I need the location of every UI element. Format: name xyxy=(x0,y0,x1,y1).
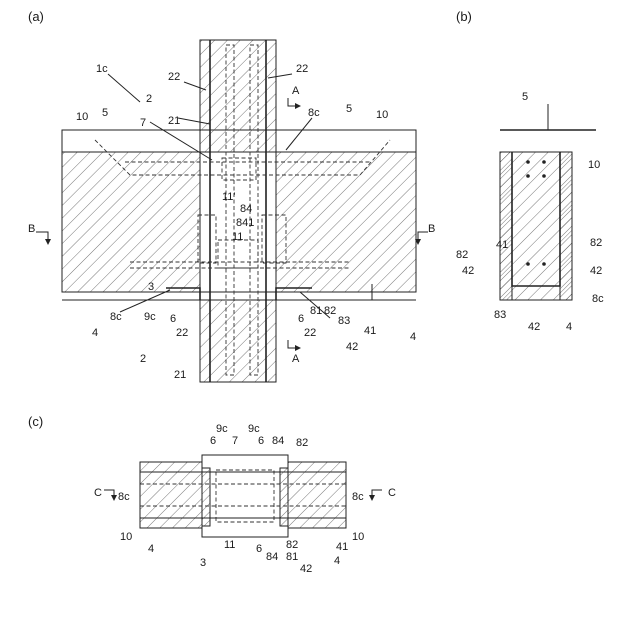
leader-1c xyxy=(108,74,140,102)
label-42-br: 42 xyxy=(590,265,602,277)
label-11p: 11' xyxy=(222,191,236,203)
rebar-dot xyxy=(542,174,546,178)
label-82-br: 82 xyxy=(590,237,602,249)
section-C-right xyxy=(372,490,382,500)
label-22-tl: 22 xyxy=(168,71,180,83)
label-82-bl: 82 xyxy=(456,249,468,261)
label-21-bot: 21 xyxy=(174,369,186,381)
rebar-dot xyxy=(542,160,546,164)
label-81: 81 xyxy=(310,305,322,317)
label-B-right: B xyxy=(428,223,435,235)
label-B-left: B xyxy=(28,223,35,235)
label-2-bot: 2 xyxy=(140,353,146,365)
label-9c: 9c xyxy=(144,311,156,323)
label-84-c: 84 xyxy=(272,435,284,447)
leader-8c-bot xyxy=(120,290,170,312)
label-1c: 1c xyxy=(96,63,108,75)
label-8c-bot: 8c xyxy=(110,311,122,323)
label-10-right: 10 xyxy=(376,109,388,121)
label-83-b: 83 xyxy=(494,309,506,321)
label-C-right: C xyxy=(388,487,396,499)
label-8c-c-left: 8c xyxy=(118,491,130,503)
section-C-left xyxy=(104,490,114,500)
label-6-c2: 6 xyxy=(258,435,264,447)
label-10-c-right: 10 xyxy=(352,531,364,543)
label-4-right: 4 xyxy=(410,331,416,343)
panel-b-label: (b) xyxy=(456,9,472,24)
label-A-bot: A xyxy=(292,353,300,365)
label-9c-c1: 9c xyxy=(216,423,228,435)
joint-plan-3 xyxy=(202,455,288,537)
label-C-left: C xyxy=(94,487,102,499)
column-upper xyxy=(200,40,276,152)
label-22-tr: 22 xyxy=(296,63,308,75)
label-5-left: 5 xyxy=(102,107,108,119)
label-7-c: 7 xyxy=(232,435,238,447)
label-81-c: 81 xyxy=(286,551,298,563)
label-3-c: 3 xyxy=(200,557,206,569)
side-42-left xyxy=(500,152,512,300)
label-41-a: 41 xyxy=(364,325,376,337)
label-2-top: 2 xyxy=(146,93,152,105)
section-B-right xyxy=(418,232,428,244)
panel-c: (c) C C 8c 8c 9c 9c 6 7 6 84 82 10 4 3 1… xyxy=(28,414,396,575)
label-10-b: 10 xyxy=(588,159,600,171)
label-42-bl: 42 xyxy=(462,265,474,277)
label-41-b: 41 xyxy=(496,239,508,251)
label-6-right: 6 xyxy=(298,313,304,325)
label-83: 83 xyxy=(338,315,350,327)
label-9c-c2: 9c xyxy=(248,423,260,435)
label-84-c2: 84 xyxy=(266,551,278,563)
label-22-br: 22 xyxy=(304,327,316,339)
label-6-c3: 6 xyxy=(256,543,262,555)
section-B-left xyxy=(36,232,48,244)
label-5-right: 5 xyxy=(346,103,352,115)
label-5-b: 5 xyxy=(522,91,528,103)
label-82-c-bot: 82 xyxy=(286,539,298,551)
label-10-left: 10 xyxy=(76,111,88,123)
label-11: 11 xyxy=(232,231,243,243)
label-82-c-top: 82 xyxy=(296,437,308,449)
label-4-b: 4 xyxy=(566,321,572,333)
label-4-c-right: 4 xyxy=(334,555,340,567)
label-21-top: 21 xyxy=(168,115,180,127)
label-22-bl: 22 xyxy=(176,327,188,339)
column-flange-left xyxy=(202,468,210,526)
label-42-c: 42 xyxy=(300,563,312,575)
label-42-a: 42 xyxy=(346,341,358,353)
panel-c-label: (c) xyxy=(28,414,43,429)
panel-b: (b) 5 10 41 82 42 82 42 8c 83 42 4 xyxy=(456,9,604,333)
label-8c-top: 8c xyxy=(308,107,320,119)
label-6-left: 6 xyxy=(170,313,176,325)
rebar-dot xyxy=(526,160,530,164)
label-10-c-left: 10 xyxy=(120,531,132,543)
rebar-dot xyxy=(542,262,546,266)
label-3: 3 xyxy=(148,281,154,293)
section-A-bottom xyxy=(288,340,300,348)
label-A-top: A xyxy=(292,85,300,97)
label-8c-b: 8c xyxy=(592,293,604,305)
label-82-a: 82 xyxy=(324,305,336,317)
label-4-left: 4 xyxy=(92,327,98,339)
column-flange-right xyxy=(280,468,288,526)
rebar-dot xyxy=(526,174,530,178)
column-lower xyxy=(200,300,276,382)
label-41-c: 41 xyxy=(336,541,348,553)
label-4-c-left: 4 xyxy=(148,543,154,555)
label-841: 841 xyxy=(236,217,254,229)
label-42-b: 42 xyxy=(528,321,540,333)
section-A-top xyxy=(288,98,300,106)
label-6-c1: 6 xyxy=(210,435,216,447)
label-8c-c-right: 8c xyxy=(352,491,364,503)
label-84: 84 xyxy=(240,203,252,215)
side-42-right xyxy=(560,152,572,300)
panel-a: (a) xyxy=(28,9,435,382)
rebar-dot xyxy=(526,262,530,266)
panel-a-label: (a) xyxy=(28,9,44,24)
label-11-c: 11 xyxy=(224,539,235,551)
label-7: 7 xyxy=(140,117,146,129)
